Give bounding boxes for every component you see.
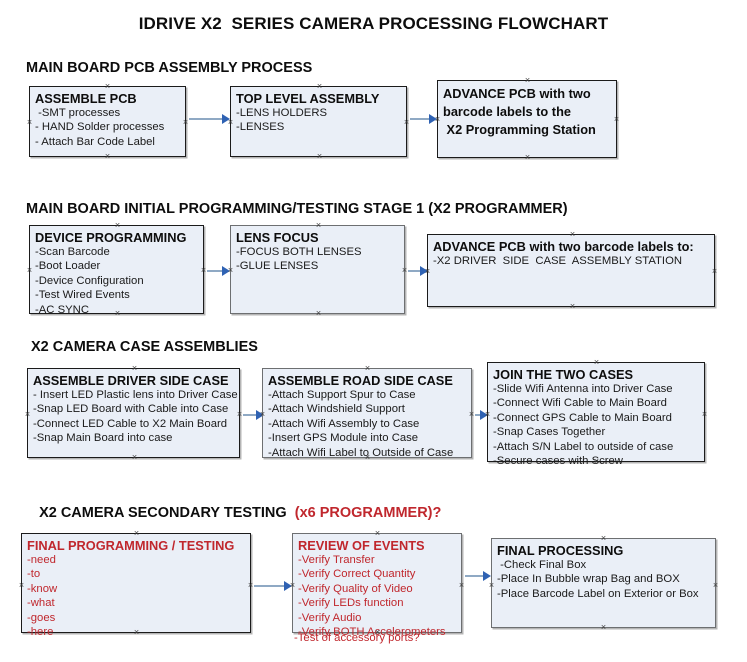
- connection-handle-bottom: [131, 454, 138, 461]
- box-final-programming-testing-title: FINAL PROGRAMMING / TESTING: [27, 538, 235, 553]
- box-assemble-road-side-case-line-5: -Attach Wifi Label to Outside of Case: [268, 446, 454, 459]
- connection-handle-bottom: [315, 310, 322, 317]
- box-final-processing[interactable]: FINAL PROCESSING -Check Final Box -Place…: [491, 538, 716, 628]
- box-review-of-events[interactable]: REVIEW OF EVENTS -Verify Transfer -Verif…: [292, 533, 462, 638]
- box-top-level-assembly[interactable]: TOP LEVEL ASSEMBLY -LENS HOLDERS -LENSES: [230, 86, 407, 157]
- box-join-the-two-cases[interactable]: JOIN THE TWO CASES -Slide Wifi Antenna i…: [487, 362, 705, 467]
- connection-handle-bottom: [600, 624, 607, 631]
- box-assemble-road-side-case-line-3: -Attach Wifi Assembly to Case: [268, 417, 420, 430]
- box-join-the-two-cases-title: JOIN THE TWO CASES: [493, 367, 634, 382]
- box-final-processing-line-1: -Check Final Box: [497, 559, 587, 571]
- box-join-the-two-cases-line-2: -Connect Wifi Cable to Main Board: [493, 397, 667, 410]
- connection-handle-bottom: [569, 303, 576, 310]
- box-lens-focus-line-1: -FOCUS BOTH LENSES: [236, 246, 362, 258]
- box-lens-focus-title: LENS FOCUS: [236, 230, 319, 245]
- box-assemble-driver-side-case-title: ASSEMBLE DRIVER SIDE CASE: [33, 373, 229, 388]
- connector-assemble-pcb-to-top-level-assembly: [189, 114, 230, 124]
- box-review-of-events-line-1: -Verify Transfer: [298, 554, 375, 566]
- section-heading-x2-camera-secondary-testing: X2 CAMERA SECONDARY TESTING (x6 PROGRAMM…: [31, 489, 441, 521]
- connector-lens-focus-to-advance-pcb-driver-side: [408, 266, 428, 276]
- box-advance-pcb-driver-side[interactable]: ADVANCE PCB with two barcode labels to: …: [427, 234, 715, 307]
- box-review-of-events-line-4: -Verify LEDs function: [298, 597, 404, 610]
- box-advance-pcb-driver-side-title: ADVANCE PCB with two barcode labels to:: [433, 239, 694, 254]
- box-device-programming-line-5: -AC SYNC: [35, 303, 89, 316]
- box-assemble-driver-side-case-line-2: -Snap LED Board with Cable into Case: [33, 403, 229, 416]
- box-lens-focus[interactable]: LENS FOCUS -FOCUS BOTH LENSES -GLUE LENS…: [230, 225, 405, 314]
- box-assemble-pcb[interactable]: ASSEMBLE PCB -SMT processes - HAND Solde…: [29, 86, 186, 157]
- box-device-programming-line-3: -Device Configuration: [35, 274, 144, 287]
- box-final-programming-testing-line-6: -here: [27, 626, 54, 639]
- connection-handle-bottom: [316, 153, 323, 160]
- box-device-programming-line-1: -Scan Barcode: [35, 246, 110, 258]
- box-join-the-two-cases-line-4: -Snap Cases Together: [493, 426, 606, 439]
- box-final-programming-testing-line-2: -to: [27, 568, 41, 581]
- box-device-programming[interactable]: DEVICE PROGRAMMING -Scan Barcode -Boot L…: [29, 225, 204, 316]
- box-advance-pcb-driver-side-line-1: -X2 DRIVER SIDE CASE ASSEMBLY STATION: [433, 255, 683, 267]
- box-final-programming-testing[interactable]: FINAL PROGRAMMING / TESTING -need -to -k…: [21, 533, 251, 638]
- box-assemble-road-side-case-line-4: -Insert GPS Module into Case: [268, 432, 419, 445]
- box-join-the-two-cases-line-1: -Slide Wifi Antenna into Driver Case: [493, 383, 673, 395]
- page-title: IDRIVE X2 SERIES CAMERA PROCESSING FLOWC…: [138, 14, 609, 33]
- connection-handle-bottom: [524, 154, 531, 161]
- box-top-level-assembly-title: TOP LEVEL ASSEMBLY: [236, 91, 380, 106]
- box-assemble-driver-side-case-line-1: - Insert LED Plastic lens into Driver Ca…: [33, 389, 238, 401]
- box-review-of-events-line-3: -Verify Quality of Video: [298, 582, 413, 595]
- box-assemble-road-side-case[interactable]: ASSEMBLE ROAD SIDE CASE -Attach Support …: [262, 368, 472, 459]
- connector-review-of-events-to-final-processing: [465, 571, 491, 581]
- box-join-the-two-cases-line-6: -Secure cases with Screw: [493, 455, 623, 468]
- box-top-level-assembly-line-1: -LENS HOLDERS: [236, 107, 328, 119]
- connector-driver-side-case-to-road-side-case: [243, 410, 264, 420]
- box-assemble-pcb-line-1: -SMT processes: [35, 107, 121, 119]
- box-review-of-events-line-2: -Verify Correct Quantity: [298, 568, 416, 581]
- connector-final-programming-to-review-of-events: [254, 581, 292, 591]
- box-top-level-assembly-line-2: -LENSES: [236, 121, 285, 134]
- section-heading-accent: (x6 PROGRAMMER)?: [294, 505, 442, 521]
- box-assemble-road-side-case-title: ASSEMBLE ROAD SIDE CASE: [268, 373, 453, 388]
- box-advance-pcb-programming-station-title-2: barcode labels to the: [443, 104, 572, 119]
- box-assemble-driver-side-case-line-3: -Connect LED Cable to X2 Main Board: [33, 417, 228, 430]
- box-review-of-events-overflow-line: -Test of accessory ports?: [294, 632, 420, 644]
- box-advance-pcb-programming-station-title-1: ADVANCE PCB with two: [443, 86, 591, 101]
- connector-road-side-case-to-join-two-cases: [475, 410, 488, 420]
- box-final-programming-testing-line-5: -goes: [27, 611, 56, 624]
- box-assemble-driver-side-case-line-4: -Snap Main Board into case: [33, 432, 173, 445]
- box-final-processing-line-2: -Place In Bubble wrap Bag and BOX: [497, 573, 680, 586]
- box-join-the-two-cases-line-3: -Connect GPS Cable to Main Board: [493, 411, 672, 424]
- section-heading-x2-camera-case-assemblies: X2 CAMERA CASE ASSEMBLIES: [31, 339, 258, 355]
- box-assemble-pcb-line-3: - Attach Bar Code Label: [35, 135, 155, 148]
- connector-top-level-assembly-to-advance-pcb: [410, 114, 437, 124]
- box-assemble-pcb-title: ASSEMBLE PCB: [35, 91, 137, 106]
- box-join-the-two-cases-line-5: -Attach S/N Label to outside of case: [493, 440, 674, 453]
- box-final-programming-testing-line-4: -what: [27, 597, 55, 610]
- box-lens-focus-line-2: -GLUE LENSES: [236, 260, 319, 273]
- box-advance-pcb-programming-station-title-3: X2 Programming Station: [443, 122, 596, 137]
- connection-handle-bottom: [104, 153, 111, 160]
- section-heading-main-board-pcb-assembly-process: MAIN BOARD PCB ASSEMBLY PROCESS: [26, 60, 313, 76]
- connector-device-programming-to-lens-focus: [207, 266, 230, 276]
- box-device-programming-line-2: -Boot Loader: [35, 260, 101, 273]
- box-final-programming-testing-line-1: -need: [27, 554, 56, 566]
- box-assemble-road-side-case-line-2: -Attach Windshield Support: [268, 403, 405, 416]
- box-assemble-pcb-line-2: - HAND Solder processes: [35, 121, 165, 134]
- box-review-of-events-line-6: -Verify BOTH Accelerometers: [298, 626, 446, 639]
- box-review-of-events-title: REVIEW OF EVENTS: [298, 538, 425, 553]
- box-device-programming-line-4: -Test Wired Events: [35, 289, 130, 302]
- box-final-processing-line-3: -Place Barcode Label on Exterior or Box: [497, 587, 699, 600]
- box-review-of-events-line-5: -Verify Audio: [298, 611, 362, 624]
- box-device-programming-title: DEVICE PROGRAMMING: [35, 230, 187, 245]
- box-assemble-road-side-case-line-1: -Attach Support Spur to Case: [268, 389, 416, 401]
- box-final-programming-testing-line-3: -know: [27, 582, 58, 595]
- section-heading-main-board-initial-programming: MAIN BOARD INITIAL PROGRAMMING/TESTING S…: [26, 201, 568, 217]
- box-final-processing-title: FINAL PROCESSING: [497, 543, 624, 558]
- box-advance-pcb-programming-station[interactable]: ADVANCE PCB with two barcode labels to t…: [437, 80, 617, 158]
- box-assemble-driver-side-case[interactable]: ASSEMBLE DRIVER SIDE CASE - Insert LED P…: [27, 368, 240, 458]
- section-heading-text: X2 CAMERA SECONDARY TESTING: [39, 505, 295, 521]
